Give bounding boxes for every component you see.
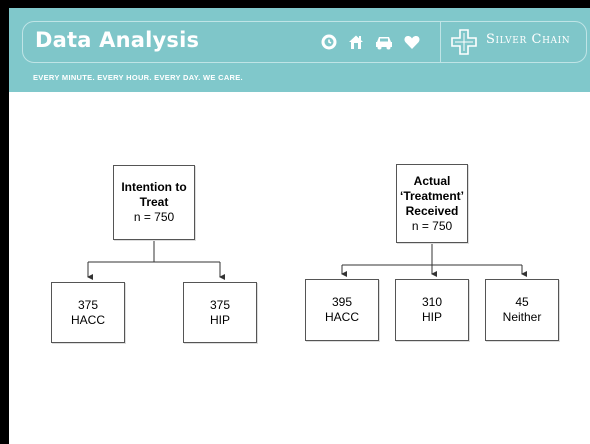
actual-neither-value: 45 <box>515 295 529 309</box>
actual-title-line1: Actual <box>413 173 451 188</box>
frame-left-border <box>0 0 9 444</box>
actual-hip-box: 310 HIP <box>395 279 469 341</box>
intention-hip-value: 375 <box>209 297 231 312</box>
intention-hacc-label: HACC <box>70 312 105 327</box>
title-bar: Data Analysis Silver Chain <box>22 21 587 63</box>
cross-logo-icon <box>451 29 477 60</box>
actual-title-line3: Received <box>405 203 459 218</box>
intention-hacc-value: 375 <box>77 297 99 312</box>
intention-n: n = 750 <box>133 210 175 224</box>
header-banner: Data Analysis Silver Chain EVERY MINUTE.… <box>9 8 590 92</box>
actual-n: n = 750 <box>411 218 453 233</box>
actual-hacc-label: HACC <box>324 310 359 324</box>
header-divider <box>440 22 441 62</box>
tagline: EVERY MINUTE. EVERY HOUR. EVERY DAY. WE … <box>33 73 243 82</box>
car-icon <box>374 33 394 51</box>
actual-hip-label: HIP <box>421 310 442 324</box>
clock-icon <box>320 33 338 51</box>
home-icon <box>347 33 365 51</box>
frame-top-border <box>0 0 590 8</box>
actual-hacc-box: 395 HACC <box>305 279 379 341</box>
intention-hip-label: HIP <box>209 312 230 327</box>
heart-icon <box>403 33 421 51</box>
intention-hip-box: 375 HIP <box>183 282 257 343</box>
brand-name: Silver Chain <box>486 32 571 47</box>
intention-title-line2: Treat <box>139 195 169 209</box>
intention-to-treat-box: Intention to Treat n = 750 <box>113 165 195 240</box>
actual-neither-box: 45 Neither <box>485 279 559 341</box>
page-title: Data Analysis <box>35 28 200 52</box>
actual-treatment-box: Actual ‘Treatment’ Received n = 750 <box>396 164 468 243</box>
actual-hacc-value: 395 <box>331 295 353 309</box>
actual-neither-label: Neither <box>502 310 542 324</box>
intention-title-line1: Intention to <box>121 180 187 194</box>
intention-hacc-box: 375 HACC <box>51 282 125 343</box>
icon-row <box>320 31 421 53</box>
actual-hip-value: 310 <box>421 295 443 309</box>
actual-title-line2: ‘Treatment’ <box>399 188 465 203</box>
